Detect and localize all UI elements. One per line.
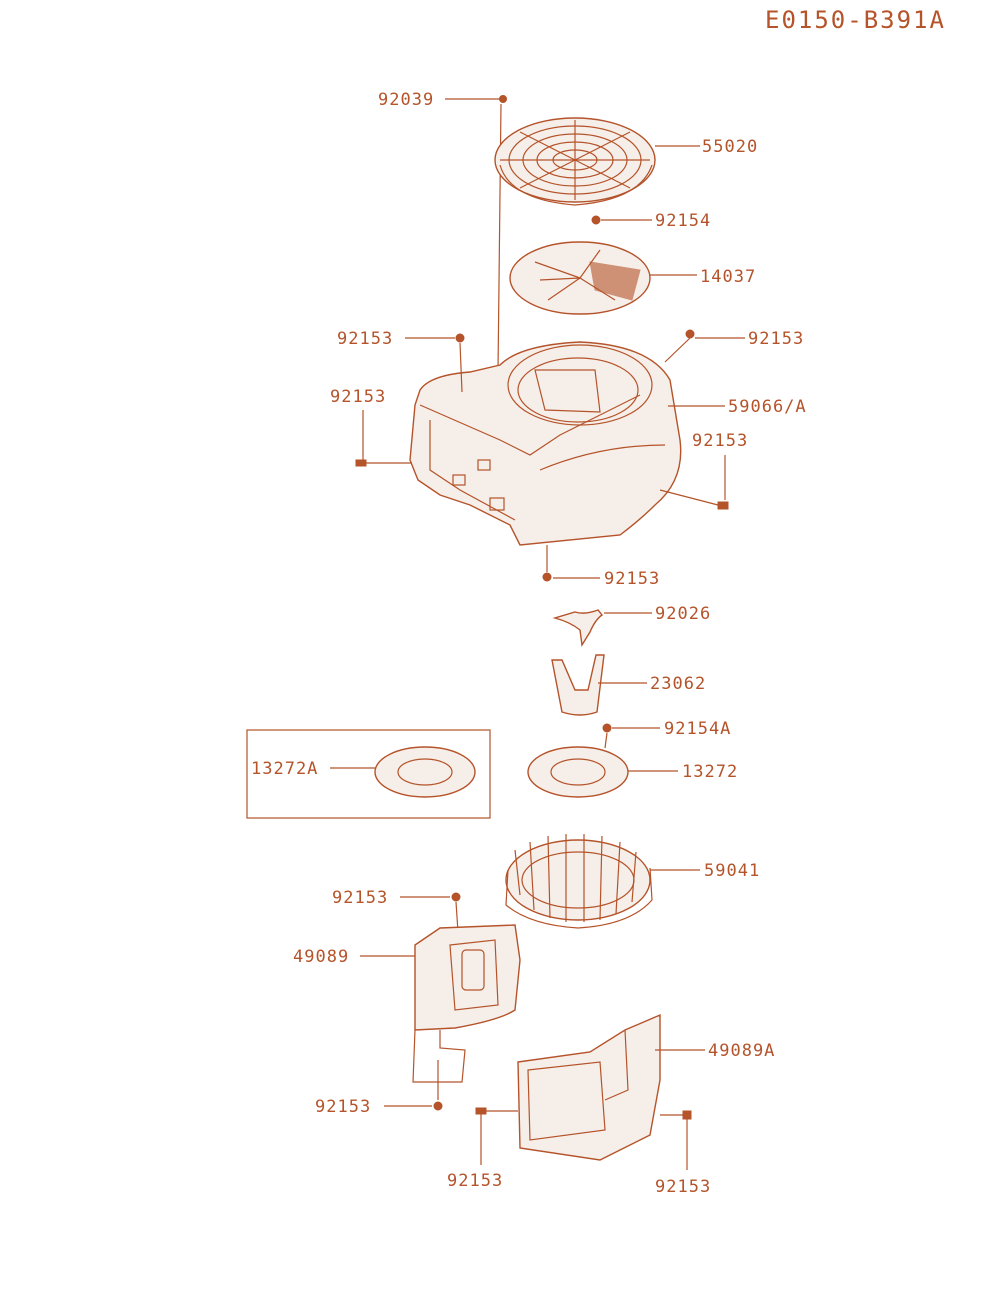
callout-label: 13272 — [682, 762, 738, 782]
callout-label: 92039 — [378, 90, 434, 110]
callout-label: 23062 — [650, 674, 706, 694]
guide-23062 — [551, 654, 647, 716]
screw-92153-g — [384, 1060, 443, 1111]
screw-92153-e — [542, 545, 600, 582]
callout-label: 92154 — [655, 211, 711, 231]
callout-label: 49089 — [293, 947, 349, 967]
bracket-92026 — [552, 609, 652, 648]
screw-92153-f — [400, 892, 461, 933]
screw-92154A — [602, 723, 660, 749]
plate-14037 — [509, 241, 697, 315]
callout-label: 92153 — [748, 329, 804, 349]
callout-label: 92153 — [330, 387, 386, 407]
cover-49089A — [517, 1013, 705, 1161]
callout-label: 13272A — [251, 759, 318, 779]
callout-label: 14037 — [700, 267, 756, 287]
callout-label: 59066/A — [728, 397, 807, 417]
callout-label: 49089A — [708, 1041, 775, 1061]
callout-label: 92153 — [447, 1171, 503, 1191]
screw-92153-i — [660, 1110, 692, 1170]
fan-screen-55020 — [494, 117, 700, 206]
fan-59041 — [505, 834, 700, 929]
callout-label: 92153 — [604, 569, 660, 589]
screw-92154 — [591, 215, 652, 225]
screw-92153-c — [355, 410, 412, 467]
screw-92153-d — [659, 455, 729, 510]
callout-label: 55020 — [702, 137, 758, 157]
screw-92153-b — [664, 329, 745, 363]
callout-label: 92153 — [337, 329, 393, 349]
callout-label: 92153 — [315, 1097, 371, 1117]
diagram-code: E0150-B391A — [765, 6, 946, 34]
option-box-13272A — [246, 729, 491, 819]
callout-label: 92153 — [655, 1177, 711, 1197]
cover-49089 — [360, 924, 521, 1083]
callout-label: 59041 — [704, 861, 760, 881]
screw-92153-h — [475, 1107, 518, 1165]
plate-13272 — [527, 746, 678, 798]
screw-92153-a — [405, 333, 465, 393]
blower-housing-59066 — [409, 341, 725, 546]
screw-92039 — [445, 95, 507, 373]
callout-label: 92153 — [332, 888, 388, 908]
callout-label: 92153 — [692, 431, 748, 451]
callout-label: 92154A — [664, 719, 731, 739]
callout-label: 92026 — [655, 604, 711, 624]
